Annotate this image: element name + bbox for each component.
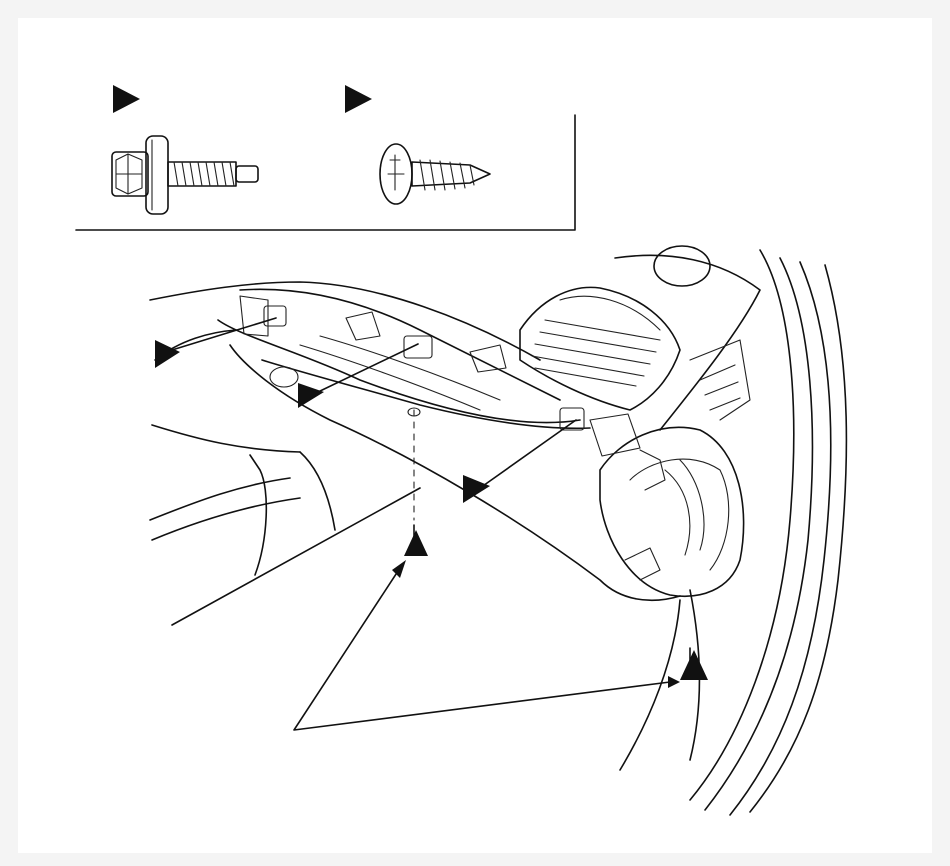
round-label (653, 245, 711, 287)
side-bracket (599, 339, 751, 597)
legend-border (75, 114, 576, 231)
callout-leaders (171, 317, 691, 731)
triangle-marker-icon (155, 340, 180, 368)
dashboard-panel (149, 245, 848, 816)
arrowhead-icon (392, 560, 406, 578)
triangle-marker-icon (463, 475, 490, 503)
flange-bolt-icon (111, 135, 259, 215)
triangle-marker-icon (345, 85, 372, 113)
pan-head-screw-icon (379, 143, 491, 205)
arrowhead-icon (668, 676, 680, 688)
triangle-marker-icon (113, 85, 140, 113)
triangle-marker-icon (404, 530, 428, 556)
triangle-marker-icon (298, 383, 324, 408)
air-vent (519, 286, 681, 411)
trim-clip (345, 311, 507, 373)
triangle-marker-icon (680, 650, 708, 680)
trim-clip (559, 407, 641, 457)
fastener-legend (75, 85, 576, 231)
trim-clip (239, 295, 287, 337)
